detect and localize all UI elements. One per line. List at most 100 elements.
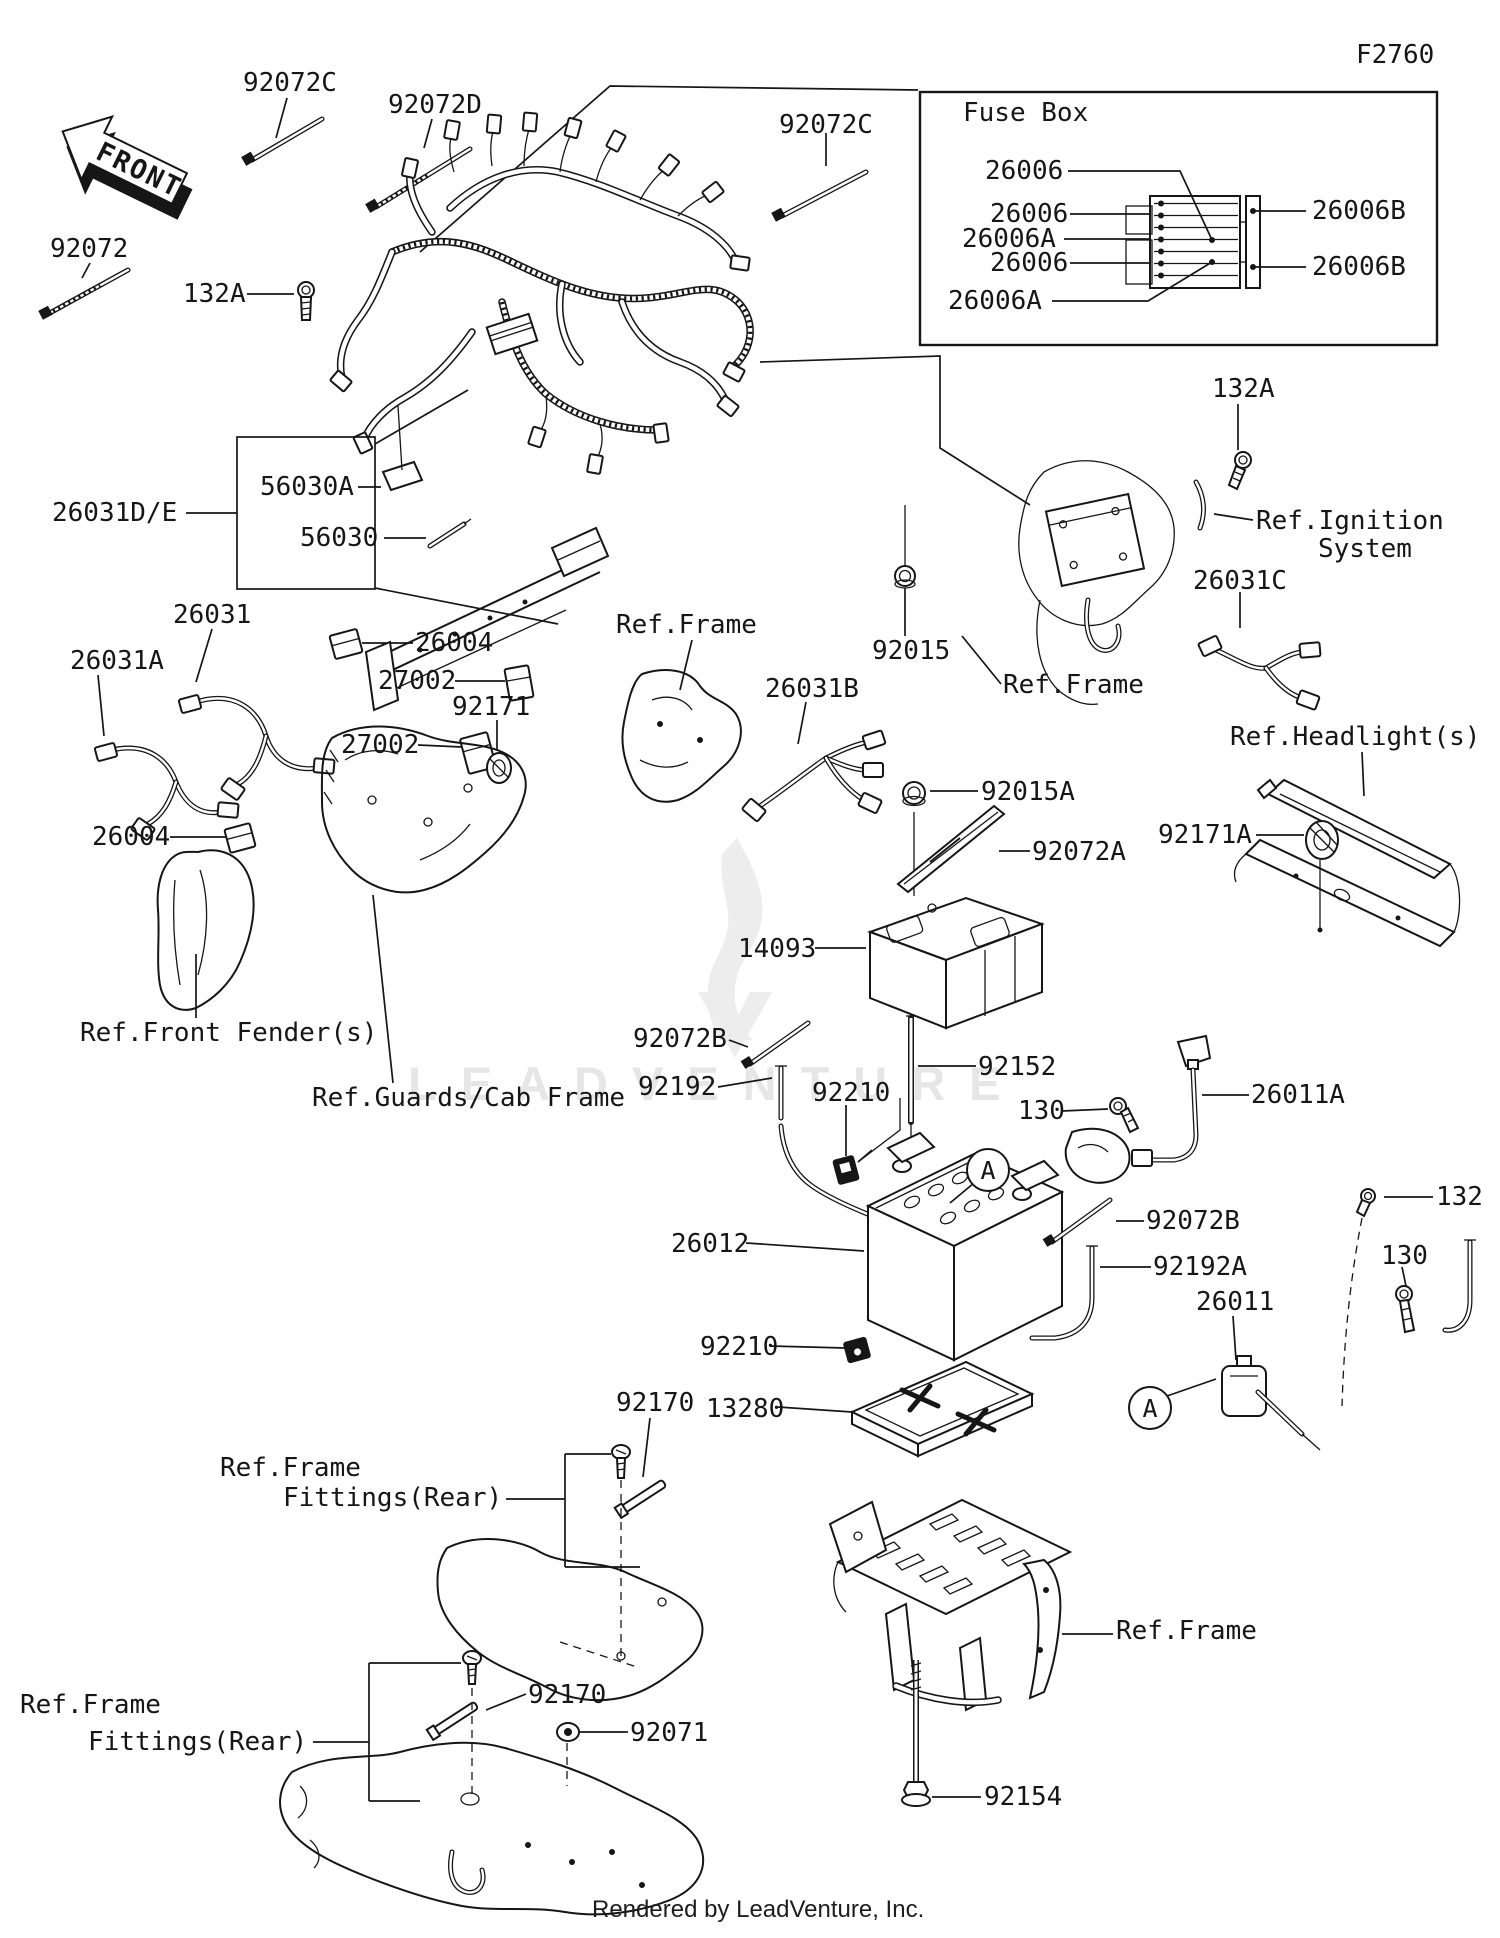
tray-13280 [769, 1336, 1035, 1458]
label-92072b-1: 92072B [633, 1024, 727, 1054]
guards-plate-art [320, 725, 527, 1084]
label-92154: 92154 [984, 1782, 1063, 1812]
bolt-132 [1341, 1188, 1433, 1407]
cable-tie-92072c-2 [771, 133, 869, 222]
label-26011: 26011 [1196, 1287, 1275, 1317]
sub-harness-26031de-group [186, 389, 559, 625]
label-92072c-1: 92072C [243, 68, 337, 98]
battery-art [745, 1131, 1065, 1362]
label-92210-1: 92210 [812, 1078, 891, 1108]
fuse-box-outline [918, 90, 1439, 347]
label-ref-headlight: Ref.Headlight(s) [1230, 722, 1481, 752]
ignition-bracket-art [961, 404, 1322, 711]
label-92170-2: 92170 [528, 1680, 607, 1710]
label-130-1: 130 [1018, 1096, 1065, 1126]
label-26006b-1: 26006B [1312, 196, 1406, 226]
credit-text: Rendered by LeadVenture, Inc. [592, 1896, 925, 1923]
diagram-code: F2760 [1356, 40, 1435, 70]
cable-tie-92072 [38, 262, 131, 320]
label-ref-fittings-2a: Ref.Frame [20, 1690, 161, 1720]
label-ref-fittings-1a: Ref.Frame [220, 1453, 361, 1483]
cable-26031 [177, 628, 336, 801]
label-26004-left: 26004 [92, 822, 171, 852]
carrier-frame-art [828, 1498, 1113, 1712]
label-26031c: 26031C [1193, 566, 1287, 596]
battery-case-art [815, 781, 1045, 1146]
label-26006a-1: 26006A [962, 224, 1056, 254]
label-26012: 26012 [671, 1229, 750, 1259]
label-92171: 92171 [452, 692, 531, 722]
label-92192a: 92192A [1153, 1252, 1247, 1282]
label-92072c-2: 92072C [779, 110, 873, 140]
label-92015: 92015 [872, 636, 951, 666]
label-92171a: 92171A [1158, 820, 1252, 850]
label-26006-3: 26006 [990, 248, 1069, 278]
hose-92192a [1029, 1239, 1476, 1341]
label-132a-1: 132A [183, 279, 246, 309]
label-132a-2: 132A [1212, 374, 1275, 404]
fusebox-title: Fuse Box [963, 98, 1089, 128]
rod-92152 [906, 1015, 976, 1125]
label-26031a: 26031A [70, 646, 164, 676]
label-132: 132 [1436, 1182, 1483, 1212]
cable-tie-92072d [365, 118, 473, 213]
label-13280: 13280 [706, 1394, 785, 1424]
hose-92192 [717, 1065, 903, 1229]
label-26006-2: 26006 [990, 199, 1069, 229]
clip-92210-1 [832, 1098, 901, 1185]
watermark-text: LEADVENTURE [408, 1057, 1025, 1110]
terminal-26011 [1166, 1315, 1321, 1451]
label-92072d: 92072D [388, 90, 482, 120]
rod-92154 [901, 1660, 981, 1807]
leader-harness-fusebox [419, 85, 919, 253]
bolt-132a-1 [247, 281, 315, 321]
label-26006a-2: 26006A [948, 286, 1042, 316]
cable-26031a [93, 674, 240, 841]
bolt-130-2 [1395, 1266, 1416, 1334]
label-ref-fittings-1b: Fittings(Rear) [283, 1483, 503, 1513]
label-26006-1: 26006 [985, 156, 1064, 186]
label-ref-fittings-2b: Fittings(Rear) [88, 1727, 308, 1757]
tie-92072b-1 [728, 1020, 811, 1069]
label-ref-frame-3: Ref.Frame [1116, 1616, 1257, 1646]
leader-harness-ignition [759, 355, 1031, 506]
label-92072b-2: 92072B [1146, 1206, 1240, 1236]
cable-tie-92072c-1 [241, 97, 325, 166]
main-harness-art [329, 111, 754, 475]
label-92015a: 92015A [981, 777, 1075, 807]
label-92072a: 92072A [1032, 837, 1126, 867]
label-92210-2: 92210 [700, 1332, 779, 1362]
label-ref-ignition-2: System [1318, 534, 1412, 564]
marker-a-2: A [1128, 1386, 1172, 1430]
headlight-bracket-art [1233, 751, 1461, 948]
label-27002-2: 27002 [341, 730, 420, 760]
label-ref-front-fender: Ref.Front Fender(s) [80, 1018, 378, 1048]
label-56030a: 56030A [260, 472, 354, 502]
label-26031de: 26031D/E [52, 498, 178, 528]
fittings-rear-group-1 [436, 1417, 704, 1702]
nut-92015 [894, 505, 916, 636]
label-92170-1: 92170 [616, 1388, 695, 1418]
tie-92072b-2 [1042, 1197, 1144, 1247]
label-130-2: 130 [1381, 1241, 1428, 1271]
label-26031b: 26031B [765, 674, 859, 704]
label-26031: 26031 [173, 600, 252, 630]
connector-27002-1 [455, 664, 535, 702]
label-92071: 92071 [630, 1718, 709, 1748]
frame-rail-art [364, 526, 610, 712]
label-ref-guards: Ref.Guards/Cab Frame [312, 1083, 626, 1113]
fittings-rear-group-2 [279, 1650, 705, 1916]
label-27002-1: 27002 [378, 666, 457, 696]
connector-26004-left [170, 822, 257, 854]
cable-26031b [741, 701, 887, 822]
label-92192: 92192 [638, 1072, 717, 1102]
watermark-logo [698, 838, 772, 1058]
connector-26004-right [328, 628, 413, 660]
label-14093: 14093 [738, 934, 817, 964]
label-56030: 56030 [300, 523, 379, 553]
marker-a-1: A [966, 1148, 1010, 1192]
label-ref-frame-2: Ref.Frame [1003, 670, 1144, 700]
